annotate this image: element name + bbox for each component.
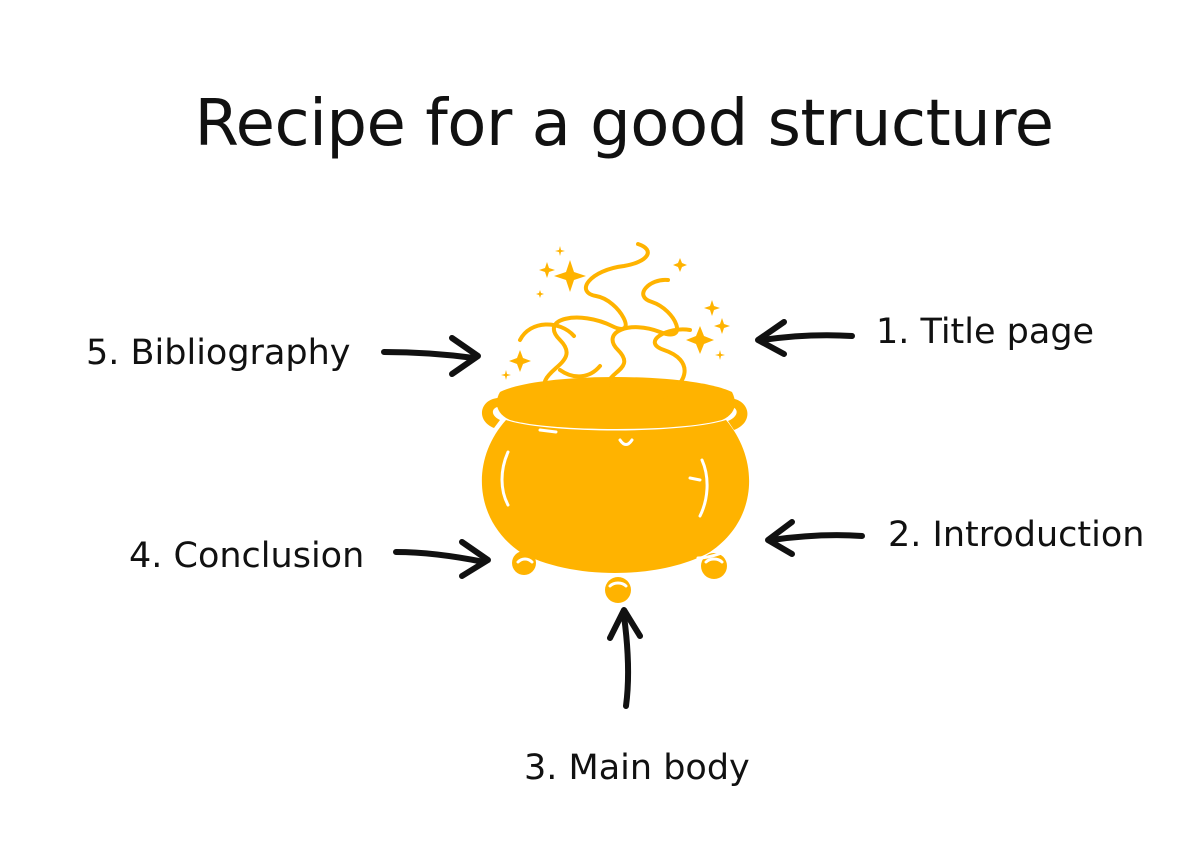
label-conclusion: 4. Conclusion	[129, 536, 365, 576]
cauldron-highlights	[500, 428, 726, 588]
label-bibliography: 5. Bibliography	[86, 333, 351, 373]
label-main-body: 3. Main body	[524, 748, 750, 788]
label-title-page: 1. Title page	[876, 312, 1095, 352]
cauldron-rim	[496, 377, 735, 429]
cauldron-center-leg	[605, 577, 631, 603]
arrow-icon	[381, 319, 865, 709]
steam-icon	[518, 242, 692, 400]
sparkle-icon	[501, 246, 730, 380]
cauldron-left-leg	[512, 551, 536, 575]
cauldron-body	[481, 420, 750, 573]
arrow-main-body	[621, 613, 632, 709]
arrow-conclusion	[393, 549, 487, 565]
arrow-title-page	[759, 332, 855, 343]
arrow-introduction	[769, 532, 865, 543]
page-title: Recipe for a good structure	[194, 87, 1054, 161]
cauldron-icon	[481, 377, 750, 603]
label-introduction: 2. Introduction	[888, 515, 1145, 555]
arrow-bibliography	[381, 349, 477, 361]
